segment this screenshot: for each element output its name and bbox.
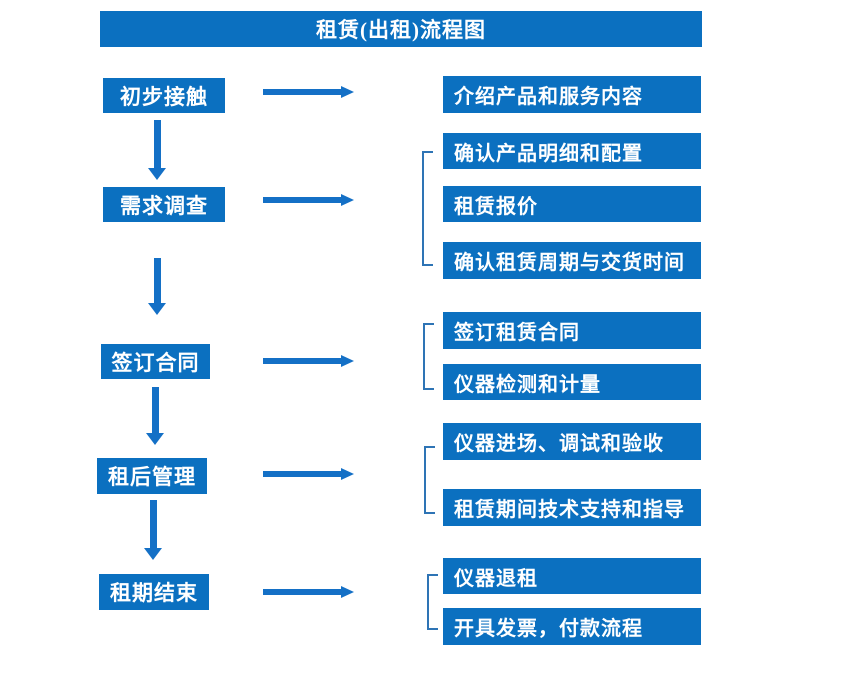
stage-box-initial-contact: 初步接触 <box>103 78 225 113</box>
arrow-down-icon <box>148 258 166 315</box>
arrow-shaft <box>263 589 342 595</box>
arrow-shaft <box>263 358 342 364</box>
arrow-head <box>144 548 162 560</box>
bracket-post-rental-group <box>424 446 435 514</box>
page-title: 租赁(出租)流程图 <box>316 18 486 42</box>
arrow-right-icon <box>263 355 354 367</box>
arrow-head <box>341 194 354 206</box>
output-box-confirm-rental-period: 确认租赁周期与交货时间 <box>443 242 701 279</box>
arrow-shaft <box>154 258 161 303</box>
stage-box-sign-contract: 签订合同 <box>101 344 210 379</box>
output-box-sign-rental-contract: 签订租赁合同 <box>443 312 701 349</box>
arrow-head <box>341 586 354 598</box>
arrow-head <box>148 168 166 180</box>
arrow-head <box>148 303 166 315</box>
output-box-instrument-testing: 仪器检测和计量 <box>443 364 701 400</box>
arrow-head <box>341 86 354 98</box>
bracket-demand-survey-group <box>422 151 433 266</box>
output-box-introduce-products: 介绍产品和服务内容 <box>443 76 701 113</box>
output-box-technical-support: 租赁期间技术支持和指导 <box>443 489 701 526</box>
arrow-down-icon <box>146 387 164 445</box>
arrow-right-icon <box>263 194 354 206</box>
arrow-right-icon <box>263 86 354 98</box>
bracket-sign-contract-group <box>423 323 434 390</box>
arrow-down-icon <box>148 120 166 180</box>
output-box-invoice-payment: 开具发票，付款流程 <box>443 608 701 645</box>
title-bar: 租赁(出租)流程图 <box>100 11 702 47</box>
arrow-shaft <box>152 387 159 433</box>
arrow-shaft <box>263 89 342 95</box>
output-box-confirm-product-details: 确认产品明细和配置 <box>443 133 701 169</box>
arrow-down-icon <box>144 500 162 560</box>
arrow-shaft <box>263 471 342 477</box>
output-box-rental-quotation: 租赁报价 <box>443 186 701 222</box>
arrow-head <box>341 355 354 367</box>
stage-box-post-rental-management: 租后管理 <box>97 458 207 494</box>
arrow-shaft <box>263 197 342 203</box>
arrow-head <box>341 468 354 480</box>
stage-box-demand-survey: 需求调查 <box>103 187 225 222</box>
arrow-shaft <box>150 500 157 548</box>
output-box-instrument-installation: 仪器进场、调试和验收 <box>443 423 701 460</box>
bracket-rental-end-group <box>427 574 438 630</box>
arrow-right-icon <box>263 586 354 598</box>
arrow-right-icon <box>263 468 354 480</box>
arrow-shaft <box>154 120 161 168</box>
stage-box-rental-end: 租期结束 <box>99 574 209 610</box>
arrow-head <box>146 433 164 445</box>
output-box-instrument-return: 仪器退租 <box>443 558 701 594</box>
